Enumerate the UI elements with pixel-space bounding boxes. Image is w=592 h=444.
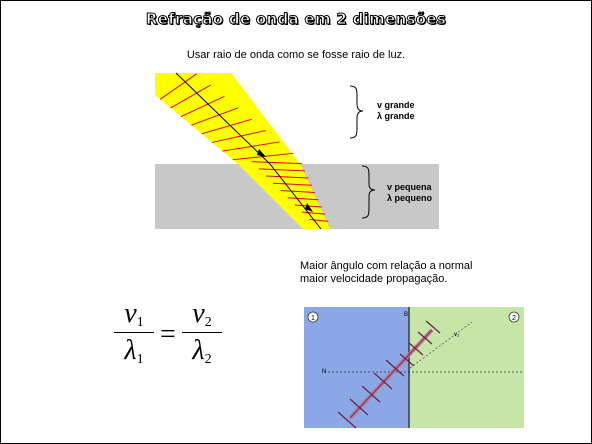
region-bottom-label: v pequena λ pequeno: [387, 182, 432, 204]
photo-velocity-label: v₂: [454, 332, 460, 338]
wavefront-line: [258, 168, 306, 172]
wavefront-line: [211, 130, 266, 143]
wavefront-line: [309, 218, 329, 222]
description: Maior ângulo com relação a normal maior …: [300, 260, 472, 286]
ray-arrow-2: [305, 203, 313, 212]
wavefront-line: [180, 95, 225, 118]
v-grande-label: v grande: [377, 100, 415, 110]
slide-subtitle: Usar raio de onda como se fosse raio de …: [186, 49, 406, 61]
photo-medium-1-label: 1: [311, 315, 315, 322]
wavefront-line: [159, 73, 198, 100]
photo-medium-2-label: 2: [512, 315, 516, 322]
description-line-1: Maior ângulo com relação a normal: [300, 260, 473, 272]
region-top-label: v grande λ grande: [377, 100, 415, 122]
photo-normal-left-label: N: [322, 369, 326, 375]
photo-normal-top-label: B: [404, 312, 408, 318]
wavefront-line: [280, 190, 316, 193]
v-pequena-label: v pequena: [387, 182, 432, 192]
ray-arrow-1: [257, 149, 266, 157]
wavefront-line: [201, 118, 253, 135]
wavefront-line: [273, 182, 312, 186]
wavefront-line: [302, 211, 326, 215]
wavefront-line: [251, 161, 302, 165]
formula-lambda2: λ: [192, 335, 205, 366]
slide-title: Refração de onda em 2 dimensões: [145, 10, 447, 29]
fraction-left: v1 λ1: [114, 300, 154, 367]
refraction-photo: 1 2 B N v₂: [304, 307, 524, 429]
formula-v1: v: [124, 298, 137, 329]
wavefront-lines: [159, 73, 329, 222]
wavefront-line: [191, 107, 239, 126]
formula-v2: v: [192, 298, 205, 329]
wavefront-line: [266, 175, 309, 179]
description-line-2: maior velocidade propagação.: [300, 273, 448, 285]
brace-bottom: [361, 165, 376, 219]
wavefront-line: [287, 197, 319, 201]
wave-band: [155, 73, 330, 229]
wavefront-line: [222, 141, 280, 152]
wavefront-line: [170, 84, 211, 109]
wave-ray: [175, 72, 322, 230]
fraction-right: v2 λ2: [182, 300, 222, 367]
lambda-pequeno-label: λ pequeno: [387, 193, 433, 203]
brace-top: [349, 85, 364, 139]
lambda-grande-label: λ grande: [377, 111, 415, 121]
formula-lambda1: λ: [124, 335, 137, 366]
formula-equals: =: [160, 319, 176, 350]
